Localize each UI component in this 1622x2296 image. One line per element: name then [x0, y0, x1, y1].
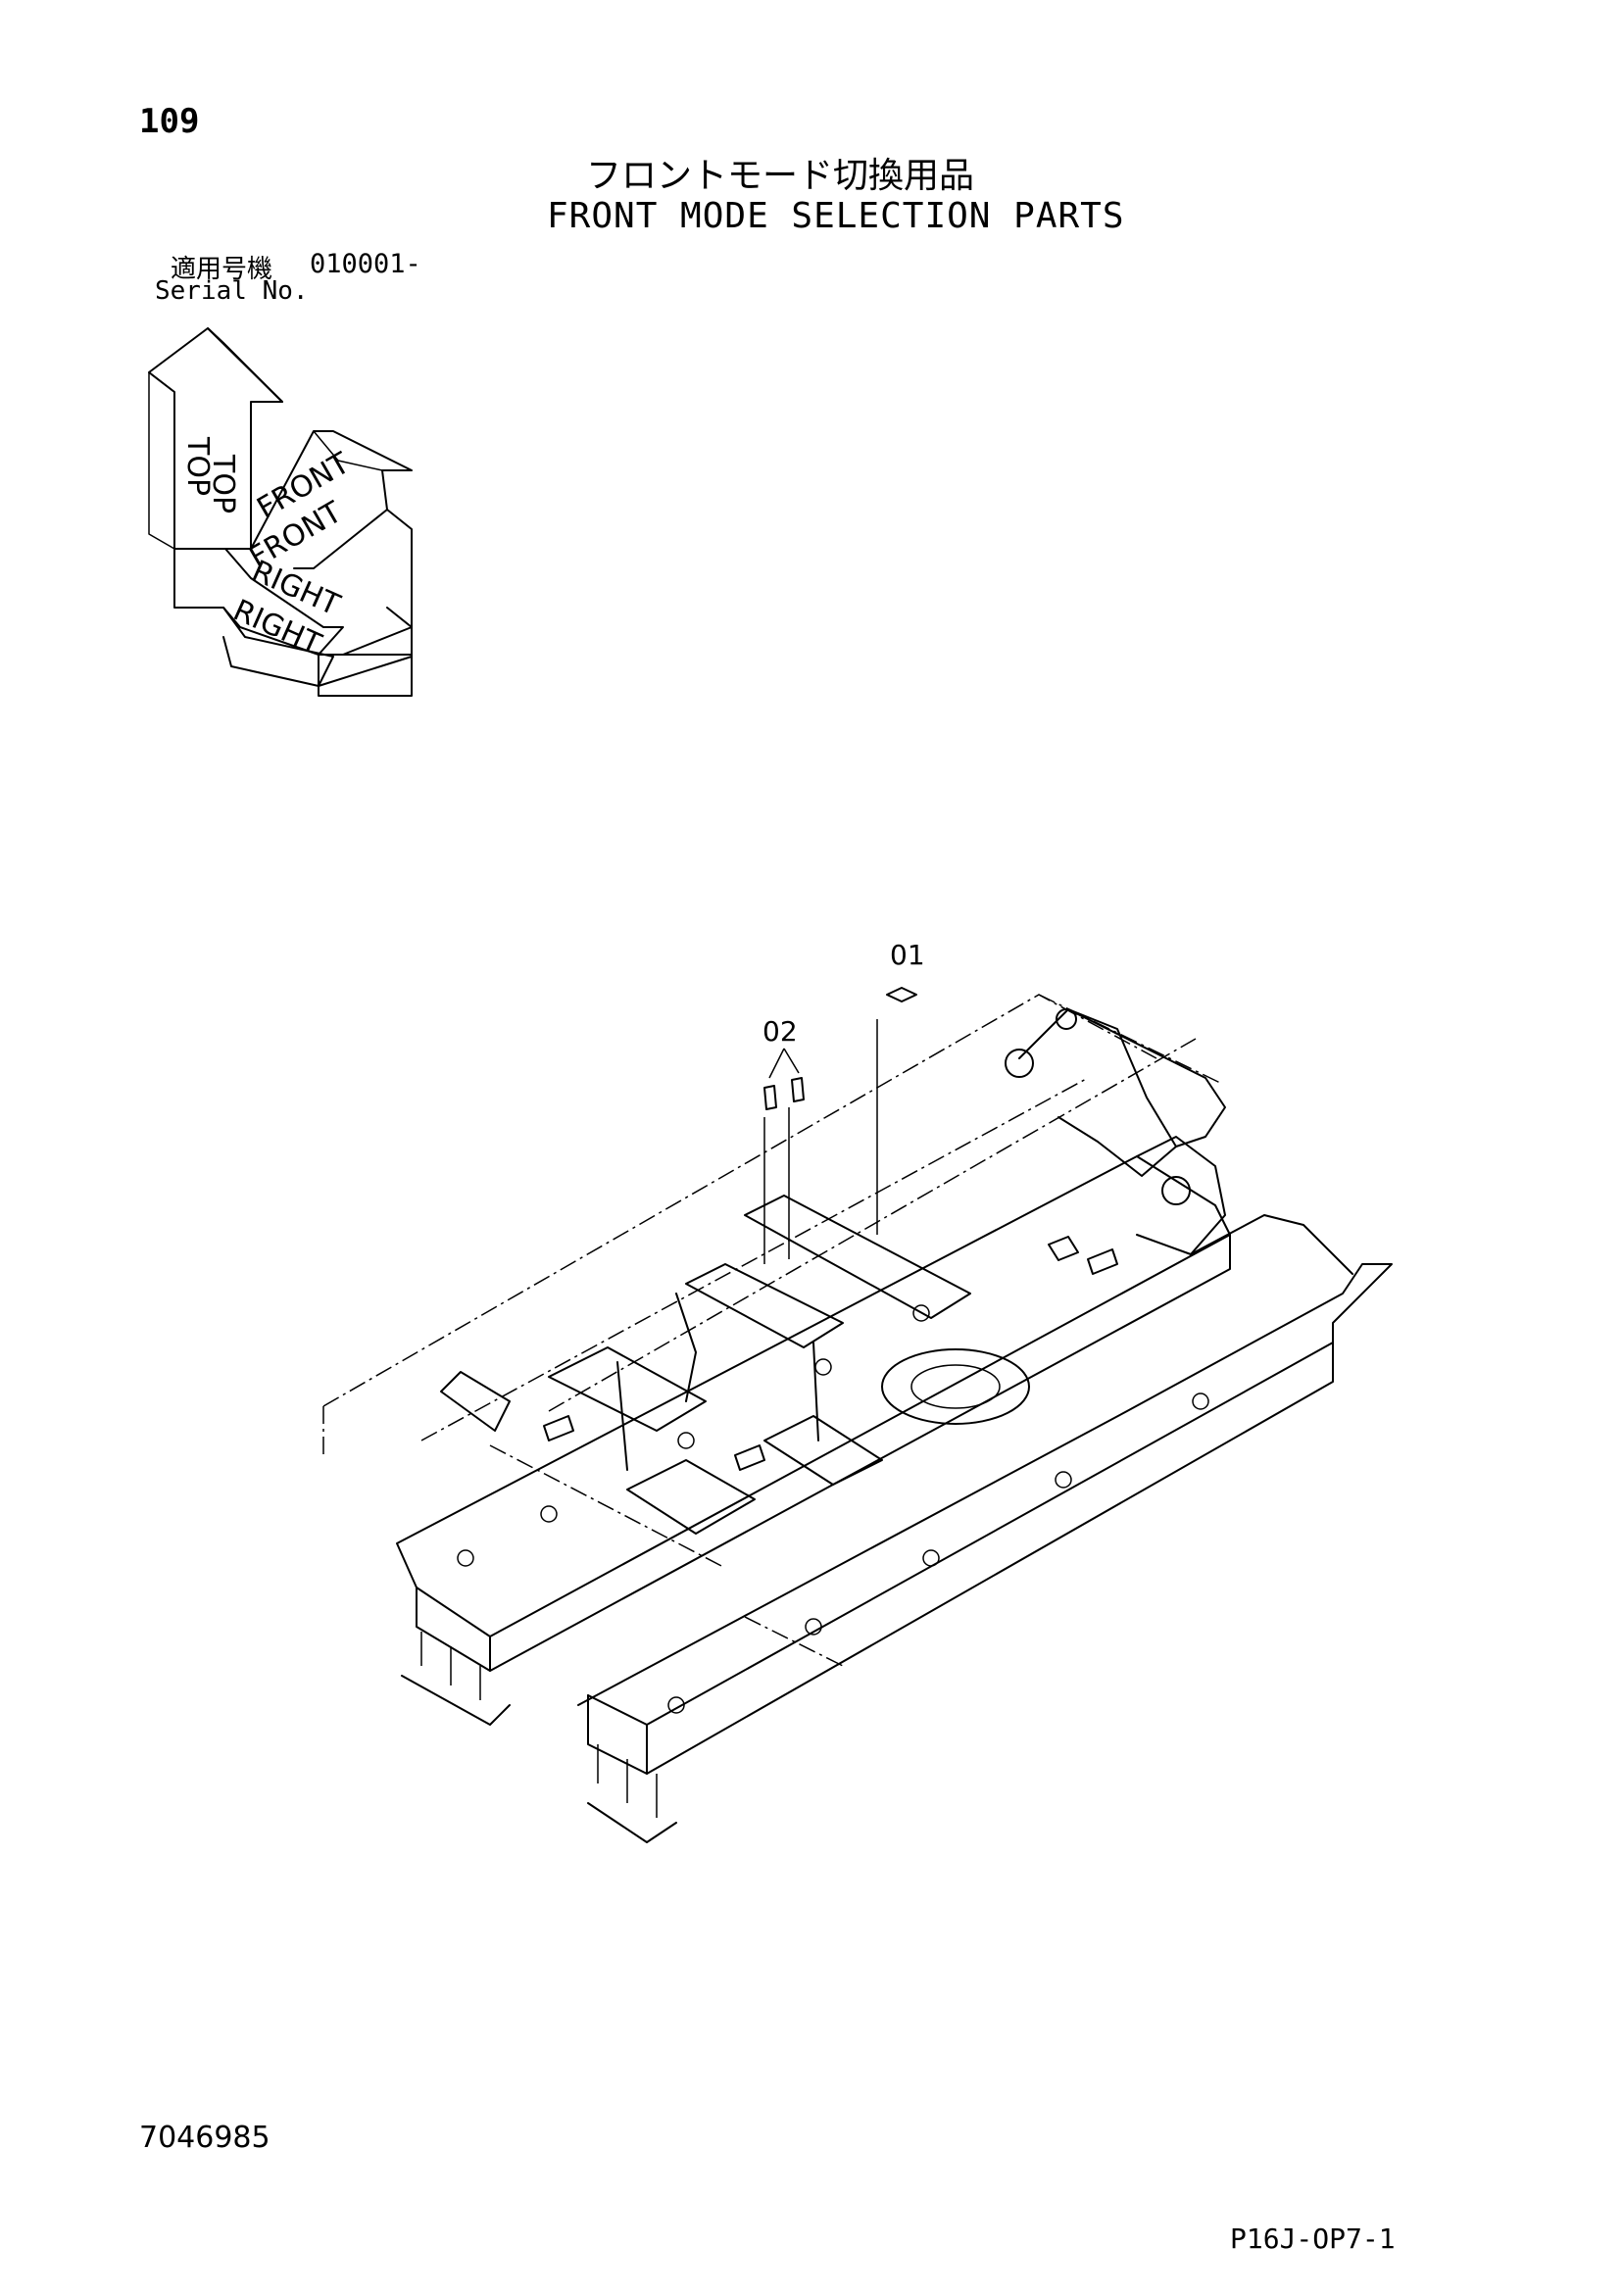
serial-label-english: Serial No. [155, 276, 309, 306]
page-number: 109 [139, 102, 200, 141]
bolt-holes [457, 1304, 1209, 1714]
part-02-clip-b [791, 1077, 805, 1102]
callout-02-label: 02 [762, 1015, 798, 1048]
page-code: P16J-OP7-1 [1230, 2223, 1396, 2255]
boom-foot [1005, 1008, 1353, 1275]
right-rail [577, 1263, 1393, 1843]
document-number: 7046985 [139, 2121, 270, 2155]
part-02-clip-a [763, 1085, 777, 1110]
title-english: FRONT MODE SELECTION PARTS [547, 196, 1125, 236]
serial-label-japanese: 適用号機 [171, 255, 273, 284]
callout-01-label: 01 [890, 939, 925, 971]
top-label: TOP [180, 436, 215, 496]
top-label-shadow: TOP [206, 454, 240, 513]
serial-value: 010001- [310, 249, 421, 279]
phantom-outline [322, 994, 1221, 1667]
callout-01: 01 [876, 939, 925, 1235]
callout-02: 02 [762, 1015, 805, 1264]
installed-brackets [543, 1236, 1118, 1471]
orientation-arrows [148, 327, 413, 697]
swing-circle [881, 1348, 1030, 1425]
cross-members [440, 1195, 971, 1535]
part-01-block [886, 987, 917, 1002]
left-rail [396, 1155, 1231, 1726]
title-japanese: フロントモード切換用品 [586, 156, 975, 196]
